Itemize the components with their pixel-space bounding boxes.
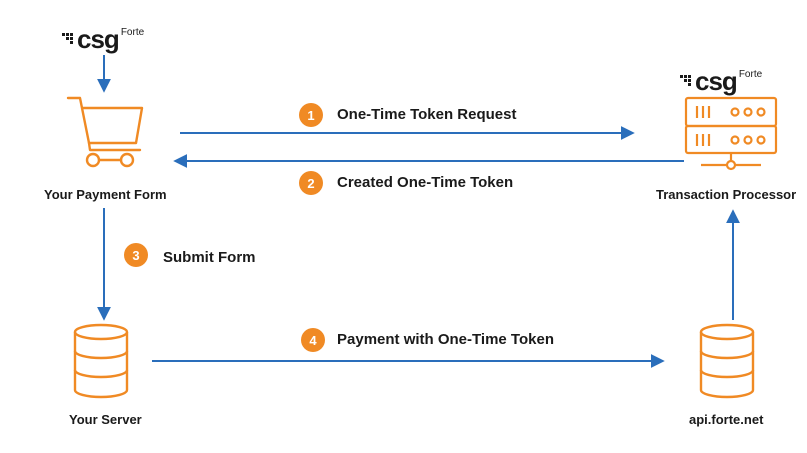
node-label-payment-form: Your Payment Form — [44, 187, 167, 202]
database-icon — [73, 323, 129, 399]
step-label-2: Created One-Time Token — [337, 174, 514, 191]
logo-mark: csg — [77, 24, 120, 54]
logo-dots-icon — [680, 75, 691, 86]
logo-mark: csg — [695, 66, 738, 96]
csg-forte-logo: csg Forte — [680, 66, 763, 96]
shopping-cart-icon — [66, 96, 144, 168]
database-icon — [699, 323, 755, 399]
step-badge-1: 1 — [299, 103, 323, 127]
logo-sub: Forte — [738, 69, 763, 80]
logo-sub: Forte — [120, 27, 145, 38]
node-label-your-server: Your Server — [69, 412, 142, 427]
node-label-api: api.forte.net — [689, 412, 764, 427]
step-label-3: Submit Form — [163, 249, 256, 266]
step-badge-3: 3 — [124, 243, 148, 267]
step-label-1: One-Time Token Request — [337, 106, 517, 123]
step-badge-2: 2 — [299, 171, 323, 195]
server-icon — [684, 96, 778, 171]
node-label-transaction-processor: Transaction Processor — [656, 187, 797, 202]
step-badge-4: 4 — [301, 328, 325, 352]
logo-dots-icon — [62, 33, 73, 44]
csg-forte-logo: csg Forte — [62, 24, 145, 54]
step-label-4: Payment with One-Time Token — [337, 331, 554, 348]
